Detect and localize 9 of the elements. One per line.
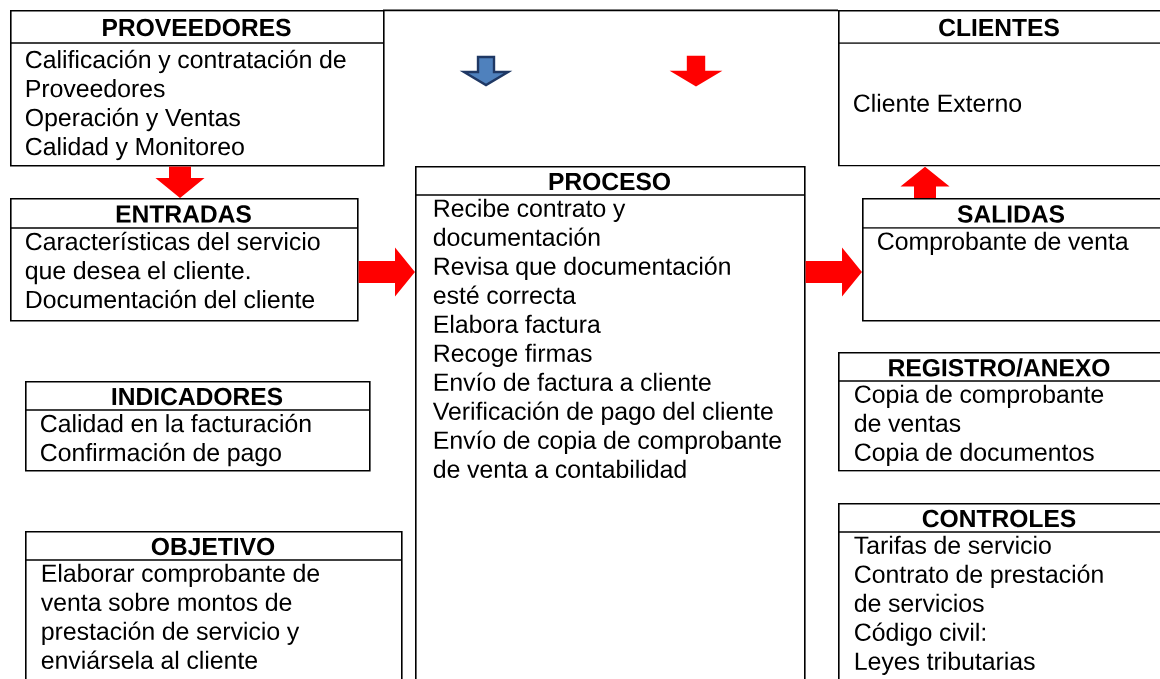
- process-box: SALIDAS Comprobante de venta: [861, 198, 1160, 322]
- process-box: CONTROLES Tarifas de servicio Contrato de prestación de servicios Código civil: Leyes tributarias: [837, 503, 1160, 679]
- process-box: INDICADORES Calidad en la facturación Confirmación de pago: [24, 381, 371, 472]
- process-box: CLIENTES Cliente Externo: [837, 10, 1160, 167]
- process-box: PROCESO Recibe contrato y documentación Revisa que documentación esté correcta Elabora factura Recoge firmas Envío de factura a cliente Verificación de pago del cliente Envío de copia de comprobante de venta a contabilidad: [414, 166, 806, 679]
- process-box: REGISTRO/ANEXO Copia de comprobante de ventas Copia de documentos: [837, 352, 1160, 472]
- process-box: ENTRADAS Características del servicio que desea el cliente. Documentación del cliente: [9, 198, 359, 322]
- process-box: PROVEEDORES Calificación y contratación de Proveedores Operación y Ventas Calidad y Monitoreo: [9, 10, 385, 167]
- process-box: OBJETIVO Elaborar comprobante de venta sobre montos de prestación de servicio y enviársela al cliente: [24, 531, 403, 679]
